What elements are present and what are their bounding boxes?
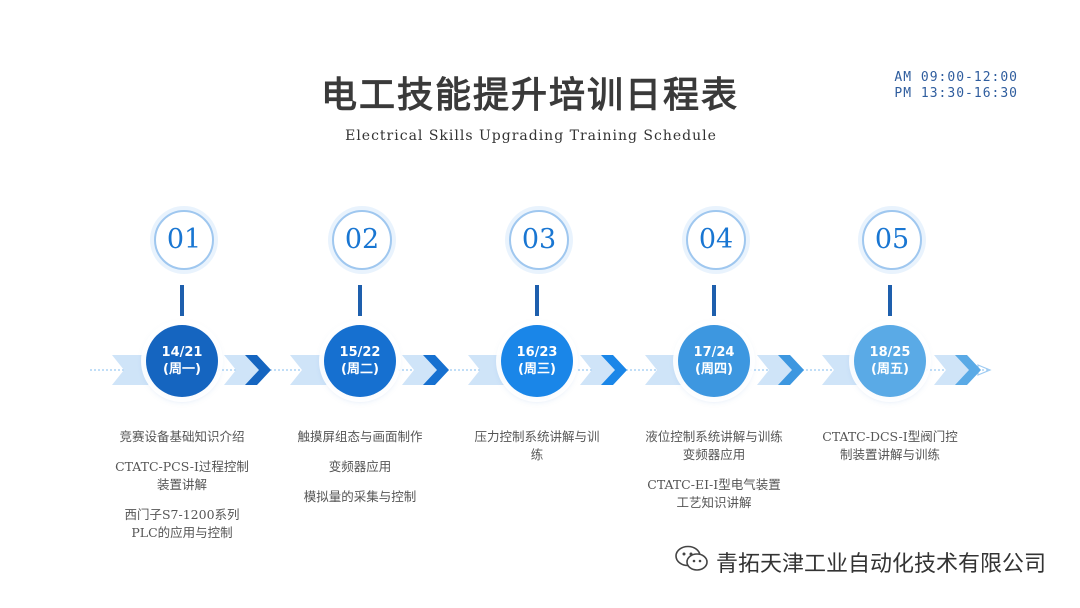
schedule-step: 05 18/25 (周五) CTATC-DCS-I型阀门控制装置讲解与训练 [800, 0, 980, 608]
schedule-step: 02 15/22 (周二) 触摸屏组态与画面制作 变频器应用 模拟量的采集与控制 [270, 0, 450, 608]
schedule-step: 04 17/24 (周四) 液位控制系统讲解与训练变频器应用 CTATC-EI-… [624, 0, 804, 608]
topic-item: 液位控制系统讲解与训练变频器应用 [645, 429, 783, 462]
topic-item: 变频器应用 [328, 459, 392, 474]
topic-item: CTATC-DCS-I型阀门控制装置讲解与训练 [822, 429, 958, 462]
chevron-icon [778, 355, 804, 385]
topic-item: 西门子S7-1200系列PLC的应用与控制 [124, 507, 240, 540]
chevron-icon [601, 355, 627, 385]
step-description: 压力控制系统讲解与训练 [457, 428, 617, 476]
date-range: 15/22 [339, 345, 381, 360]
weekday-label: (周一) [163, 362, 201, 377]
schedule-step: 01 14/21 (周一) 竞赛设备基础知识介绍 CTATC-PCS-I过程控制… [92, 0, 272, 608]
step-description: 液位控制系统讲解与训练变频器应用 CTATC-EI-I型电气装置工艺知识讲解 [634, 428, 794, 524]
date-circle: 17/24 (周四) [678, 325, 750, 397]
step-description: 触摸屏组态与画面制作 变频器应用 模拟量的采集与控制 [280, 428, 440, 518]
step-number: 02 [332, 210, 392, 270]
date-circle: 15/22 (周二) [324, 325, 396, 397]
date-range: 16/23 [516, 345, 558, 360]
topic-item: 压力控制系统讲解与训练 [474, 429, 600, 462]
step-connector [180, 285, 184, 316]
step-connector [358, 285, 362, 316]
step-description: 竞赛设备基础知识介绍 CTATC-PCS-I过程控制装置讲解 西门子S7-120… [102, 428, 262, 554]
chevron-icon [423, 355, 449, 385]
chevron-icon [955, 355, 981, 385]
time-am: AM 09:00-12:00 [894, 70, 1018, 85]
page-subtitle: Electrical Skills Upgrading Training Sch… [345, 128, 717, 144]
step-connector [535, 285, 539, 316]
date-circle: 18/25 (周五) [854, 325, 926, 397]
date-range: 17/24 [693, 345, 735, 360]
watermark-text: 青拓天津工业自动化技术有限公司 [715, 552, 1046, 577]
topic-item: 模拟量的采集与控制 [303, 489, 417, 504]
page-title: 电工技能提升培训日程表 [320, 75, 739, 116]
topic-item: 触摸屏组态与画面制作 [297, 429, 423, 444]
step-connector [888, 285, 892, 316]
step-description: CTATC-DCS-I型阀门控制装置讲解与训练 [810, 428, 970, 476]
step-number: 03 [509, 210, 569, 270]
step-connector [712, 285, 716, 316]
topic-item: 竞赛设备基础知识介绍 [119, 429, 245, 444]
topic-item: CTATC-PCS-I过程控制装置讲解 [115, 459, 249, 492]
weekday-label: (周四) [695, 362, 733, 377]
weekday-label: (周三) [518, 362, 556, 377]
date-range: 14/21 [161, 345, 203, 360]
date-range: 18/25 [869, 345, 911, 360]
chevron-icon [245, 355, 271, 385]
schedule-step: 03 16/23 (周三) 压力控制系统讲解与训练 [447, 0, 627, 608]
topic-item: CTATC-EI-I型电气装置工艺知识讲解 [647, 477, 781, 510]
date-circle: 14/21 (周一) [146, 325, 218, 397]
date-circle: 16/23 (周三) [501, 325, 573, 397]
weekday-label: (周二) [341, 362, 379, 377]
step-number: 05 [862, 210, 922, 270]
step-number: 01 [154, 210, 214, 270]
time-pm: PM 13:30-16:30 [894, 86, 1018, 101]
step-number: 04 [686, 210, 746, 270]
watermark: 青拓天津工业自动化技术有限公司 [674, 544, 1046, 580]
weekday-label: (周五) [871, 362, 909, 377]
session-times: AM 09:00-12:00 PM 13:30-16:30 [894, 70, 1018, 102]
wechat-icon [674, 544, 710, 580]
